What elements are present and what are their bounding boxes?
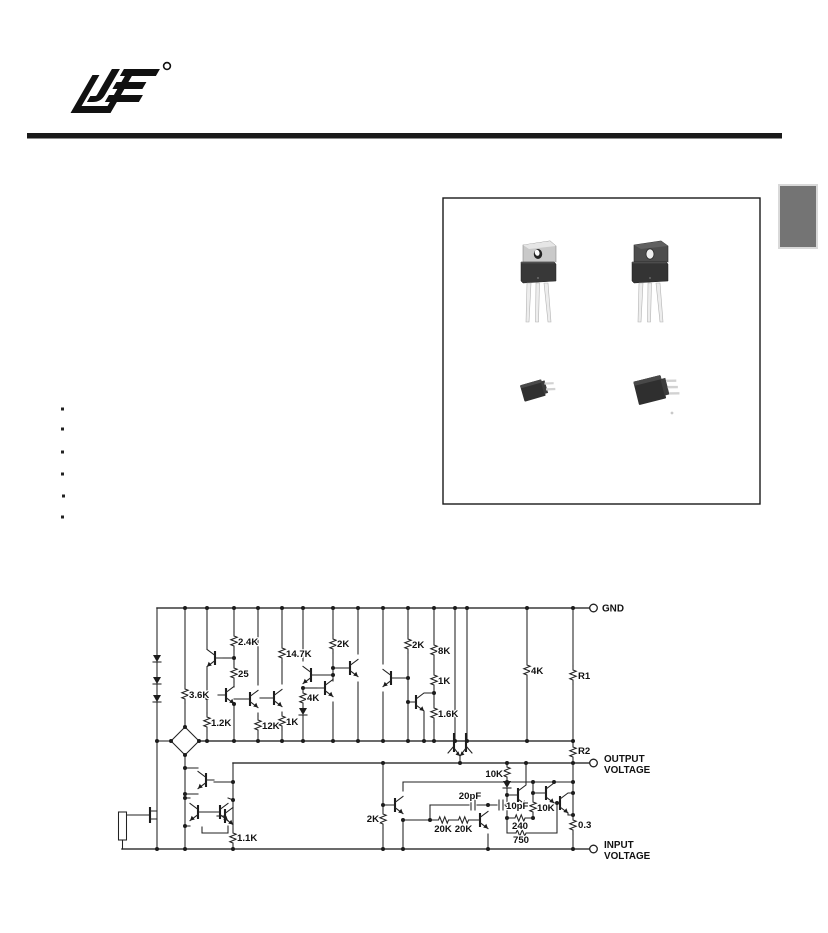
resistor-label: 1K — [286, 717, 298, 728]
header-divider — [27, 133, 782, 139]
schematic-labels: GND OUTPUT VOLTAGE INPUT VOLTAGE 2.4K 25… — [188, 602, 652, 863]
output-terminal — [589, 758, 598, 768]
to-220-full-mold-package — [631, 240, 669, 323]
logo-bar-bottom — [104, 95, 143, 102]
package-panel-border — [442, 197, 761, 505]
side-tab — [778, 184, 818, 249]
current-source-diamond — [169, 725, 201, 757]
input-terminal — [589, 844, 598, 854]
capacitor-label: 20pF — [459, 791, 482, 802]
output-label-line1: OUTPUT — [604, 754, 645, 765]
d2pak-package — [633, 375, 680, 405]
input-label-line2: VOLTAGE — [604, 851, 651, 862]
resistor-label: 2.4K — [238, 637, 258, 648]
resistor-label: 10K — [485, 769, 503, 780]
transistor — [532, 781, 555, 804]
bullet-dot — [61, 407, 64, 411]
bullet-dot — [61, 515, 64, 519]
resistor-label: 1.6K — [438, 709, 458, 720]
capacitor-label: 10pF — [506, 801, 529, 812]
logo-bar-top — [119, 69, 160, 76]
resistor-label: 2K — [367, 814, 379, 825]
resistor-label: 3.6K — [189, 690, 209, 701]
schematic-resistors — [181, 631, 577, 848]
resistor-label: 1K — [438, 676, 450, 687]
bullet-dot — [62, 494, 65, 498]
input-label-line1: INPUT — [604, 840, 634, 851]
package-speck — [670, 411, 674, 415]
resistor-label: R1 — [578, 671, 591, 682]
schematic-terminals — [589, 603, 598, 854]
resistor-label: 14.7K — [286, 649, 312, 660]
schematic-rails — [121, 607, 590, 850]
bullet-dot — [61, 427, 64, 431]
resistor-label: 10K — [537, 803, 555, 814]
resistor-label: 0.3 — [578, 820, 591, 831]
package-panel — [442, 197, 761, 505]
resistor-label: 750 — [513, 835, 529, 846]
resistor-label: 240 — [512, 821, 528, 832]
resistor-label: 4K — [307, 693, 319, 704]
resistor-label: 20K — [455, 824, 473, 835]
transistor — [506, 762, 527, 806]
to-220-package — [520, 240, 557, 323]
gnd-terminal — [589, 603, 598, 613]
resistor-label: 25 — [238, 669, 249, 680]
output-darlington — [447, 733, 473, 764]
resistor-label: 20K — [434, 824, 452, 835]
logo-j-stem — [86, 69, 120, 102]
logo-u-shape — [70, 75, 133, 113]
resistor-label: 12K — [262, 721, 280, 732]
resistor-label: 1.1K — [237, 833, 257, 844]
logo-bar-mid — [112, 82, 147, 89]
feature-bullets — [61, 407, 65, 519]
resistor-label: 2K — [412, 640, 424, 651]
resistor-label: 2K — [337, 639, 349, 650]
resistor-label: 4K — [531, 666, 543, 677]
bullet-dot — [61, 450, 64, 454]
resistor-label: 8K — [438, 646, 450, 657]
junction-dots — [155, 606, 575, 851]
bullet-dot — [61, 472, 64, 476]
dpak-package — [520, 379, 556, 402]
resistor-label: 1.2K — [211, 718, 231, 729]
transistor — [556, 792, 574, 814]
registered-circle-icon — [162, 61, 172, 71]
jrc-monogram-logo — [70, 61, 172, 113]
equivalent-circuit-schematic: GND OUTPUT VOLTAGE INPUT VOLTAGE 2.4K 25… — [117, 602, 652, 863]
gnd-label: GND — [602, 604, 624, 615]
output-label-line2: VOLTAGE — [604, 765, 651, 776]
resistor-label: R2 — [578, 746, 590, 757]
